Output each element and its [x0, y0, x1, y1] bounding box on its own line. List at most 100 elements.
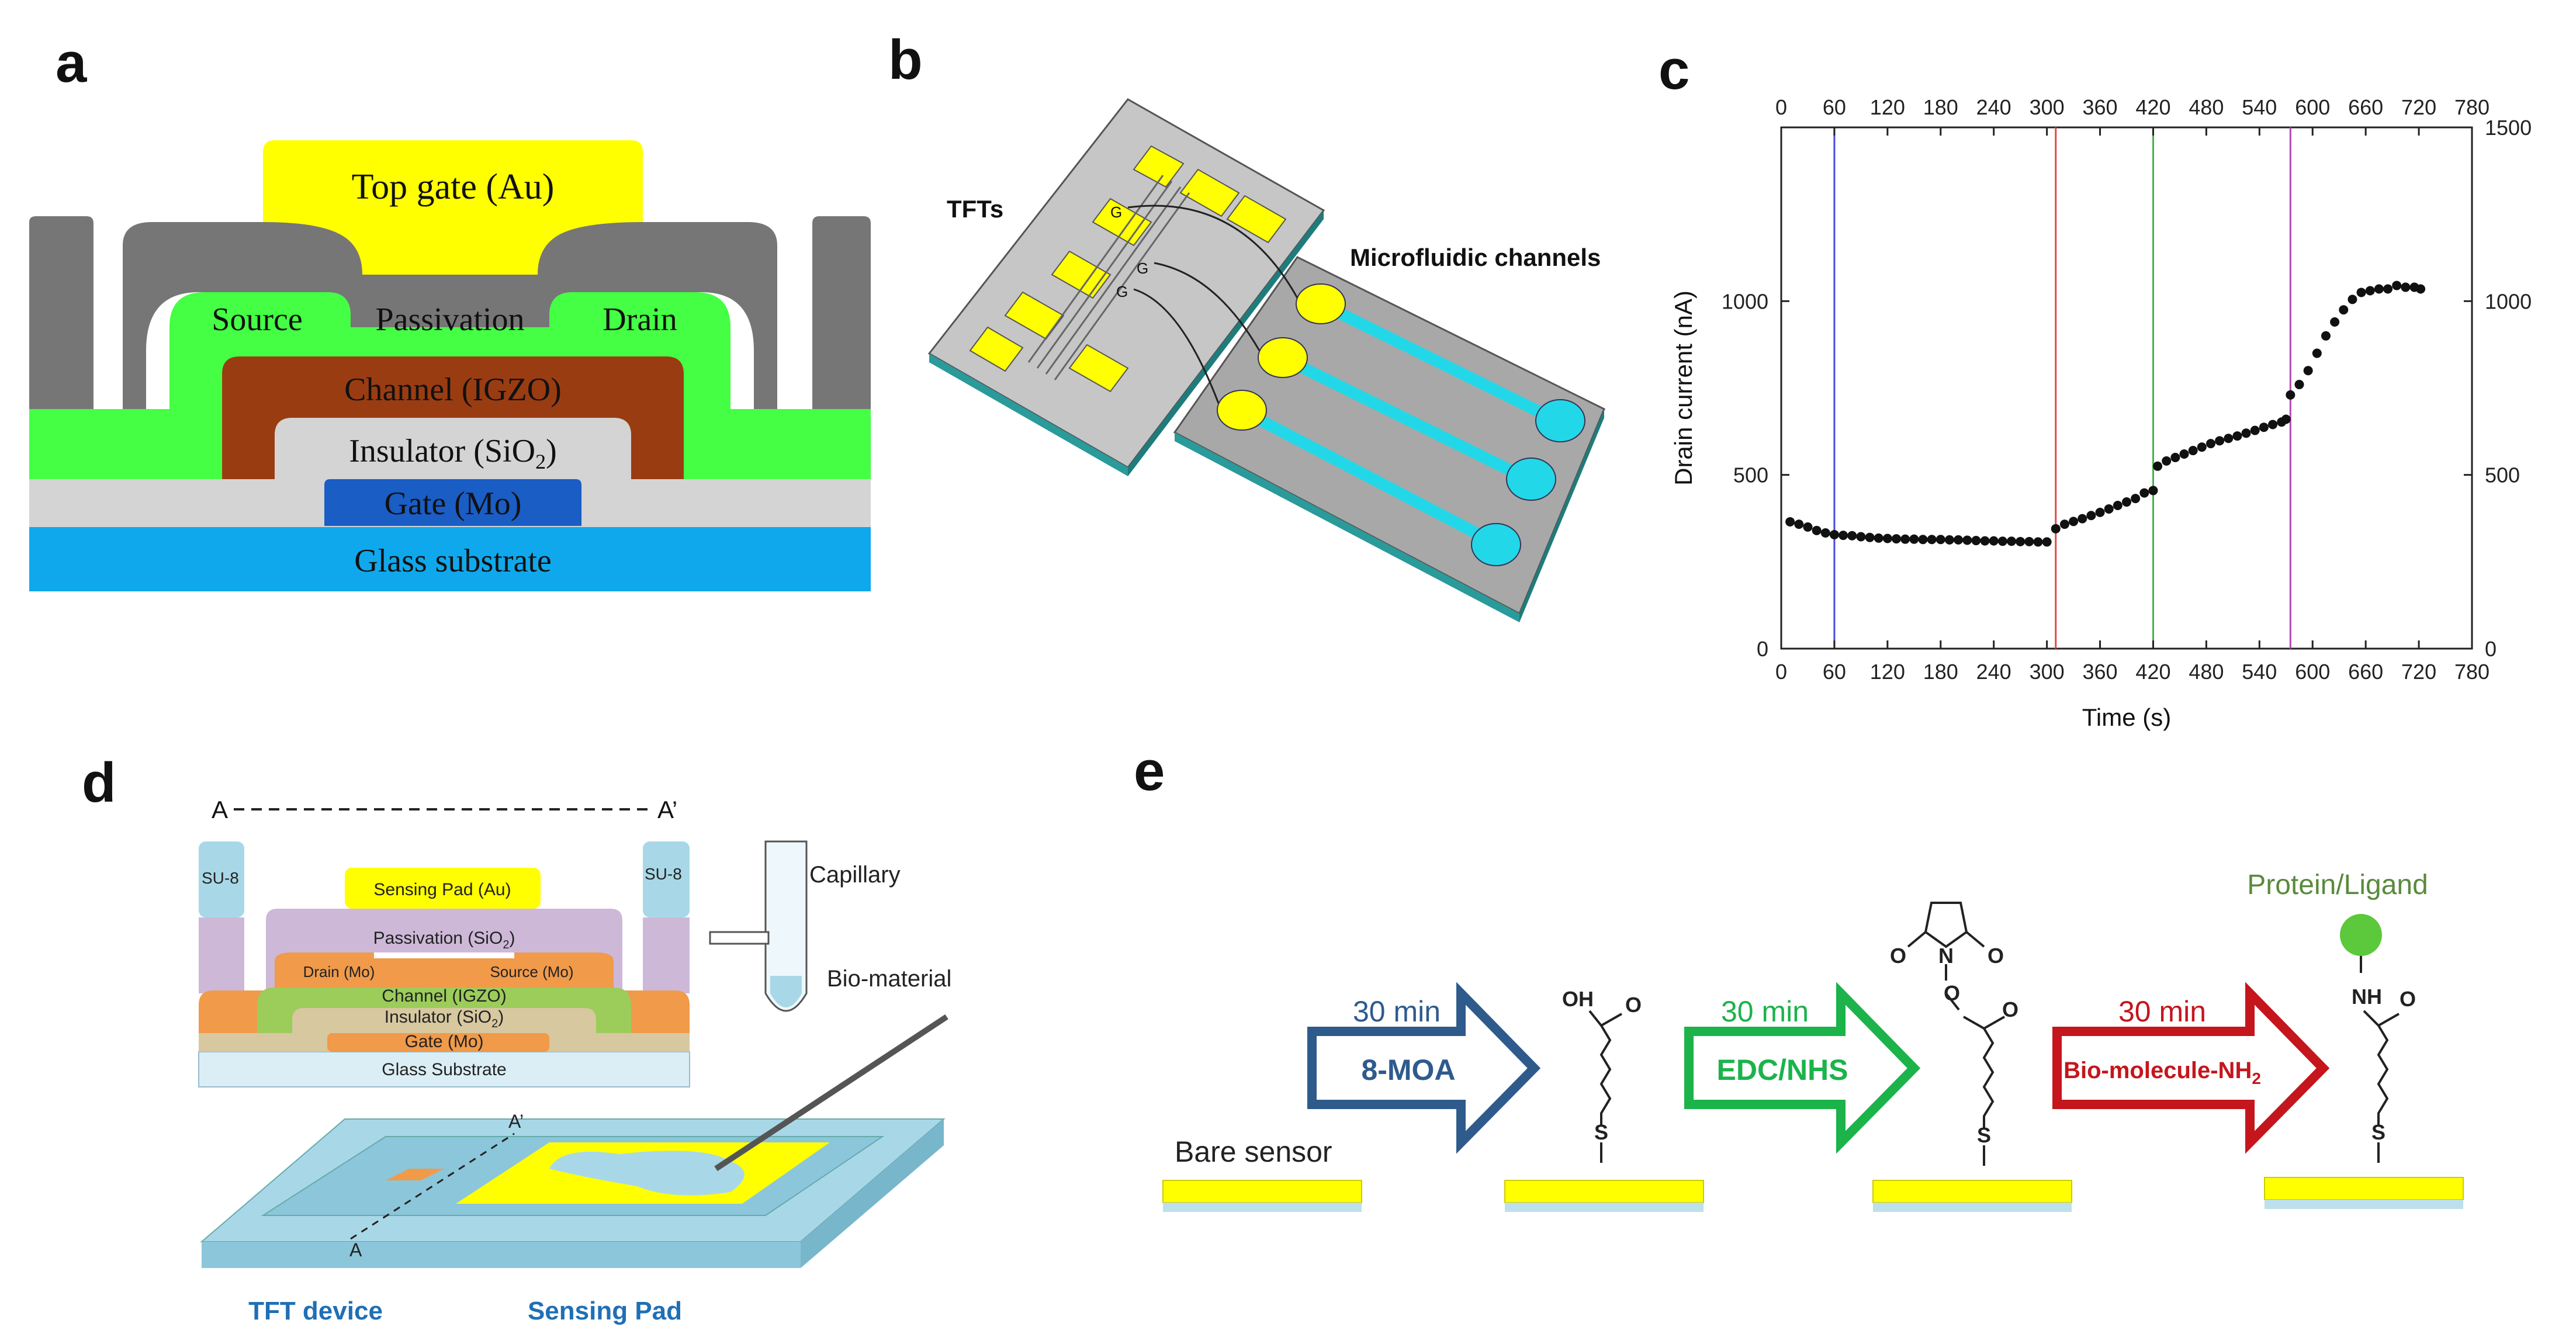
- data-point: [2365, 286, 2375, 296]
- tfts-label: TFTs: [947, 195, 1003, 223]
- data-point: [1989, 536, 1999, 546]
- data-point: [2259, 422, 2269, 432]
- sensing-pad-au-label: Sensing Pad (Au): [373, 880, 511, 899]
- x-tick-label: 480: [2189, 660, 2224, 684]
- data-point: [1962, 535, 1972, 545]
- molecule-8moa: [1588, 1010, 1622, 1163]
- data-point: [2321, 331, 2331, 341]
- g-label-1: G: [1110, 203, 1122, 221]
- x-axis-label: Time (s): [2082, 704, 2171, 731]
- right-wall: [812, 216, 871, 409]
- insulator-d-label: Insulator (SiO2): [385, 1007, 504, 1030]
- passivation-d-label: Passivation (SiO2): [373, 929, 515, 951]
- top-x-tick-label: 120: [1870, 95, 1905, 119]
- panel-label-c: c: [1659, 39, 1689, 101]
- left-wall-d: [199, 917, 244, 993]
- top-gate-label: Top gate (Au): [352, 167, 555, 207]
- x-tick-label: 300: [2030, 660, 2065, 684]
- panel-b: b TFTs G G G: [888, 29, 1605, 622]
- o-label-1: O: [1625, 993, 1642, 1017]
- tft-device-label: TFT device: [248, 1297, 383, 1325]
- data-point: [2113, 500, 2123, 510]
- x-tick-label: 780: [2454, 660, 2490, 684]
- panel-a: a Top gate (Au) Source Passivation Drain…: [29, 32, 871, 591]
- section-line-3d: [350, 1132, 515, 1240]
- tube-liquid: [770, 976, 802, 1007]
- device-base-front: [202, 1242, 801, 1268]
- x-tick-label: 360: [2082, 660, 2117, 684]
- data-point: [2330, 317, 2340, 327]
- event-lines: [1833, 127, 2291, 649]
- arrow-step-3: [2052, 982, 2330, 1154]
- data-point: [2024, 536, 2034, 546]
- bare-sensor-label: Bare sensor: [1175, 1135, 1332, 1168]
- inlet-circles: [1217, 283, 1346, 431]
- right-y-tick-label: 500: [2485, 463, 2520, 487]
- s-label-2: S: [1977, 1123, 1991, 1147]
- drain-d-label: Drain (Mo): [303, 963, 375, 981]
- data-point: [2348, 295, 2357, 304]
- sensor-bars: [1162, 1177, 2464, 1212]
- data-point: [1794, 519, 1804, 529]
- data-point: [1944, 535, 1954, 545]
- arrow-step-2: [1684, 982, 1921, 1154]
- o-label-6: O: [2400, 987, 2416, 1011]
- tft-board-side: [1128, 210, 1324, 476]
- arrow-step-1: [1307, 982, 1541, 1154]
- biomaterial-label: Bio-material: [827, 966, 951, 992]
- top-x-tick-label: 420: [2135, 95, 2170, 119]
- data-point: [2179, 449, 2189, 459]
- data-point: [2286, 390, 2295, 400]
- a-right-label: A’: [657, 796, 677, 823]
- gate-d: [327, 1033, 549, 1052]
- su8-left-label: SU-8: [202, 869, 239, 887]
- top-x-tick-label: 600: [2295, 95, 2330, 119]
- top-x-tick-label: 240: [1976, 95, 2011, 119]
- data-point: [2086, 511, 2096, 521]
- glass-substrate-layer: [29, 526, 871, 591]
- gate-mo: [324, 479, 581, 526]
- top-x-tick-label: 180: [1923, 95, 1958, 119]
- channel-label: Channel (IGZO): [344, 372, 562, 408]
- data-point: [2416, 284, 2426, 294]
- data-point: [2069, 517, 2079, 526]
- data-point: [1936, 535, 1945, 545]
- data-point: [2148, 486, 2158, 496]
- top-x-tick-label: 480: [2189, 95, 2224, 119]
- drain-label: Drain: [603, 302, 677, 338]
- glass-d-label: Glass Substrate: [382, 1060, 506, 1079]
- data-point: [2224, 434, 2234, 444]
- panel-d: d A A’ SU-8 SU-8 Sensing Pad (Au) Passiv…: [82, 751, 951, 1325]
- data-point: [2078, 514, 2087, 524]
- microfluidic-label: Microfluidic channels: [1350, 244, 1601, 271]
- data-point: [2051, 524, 2061, 534]
- oh-label: OH: [1562, 987, 1594, 1011]
- passivation-layer: [123, 222, 777, 409]
- top-x-tick-label: 300: [2030, 95, 2065, 119]
- tube-cap: [709, 931, 770, 945]
- a-prime-bottom-label: A’: [508, 1111, 524, 1132]
- data-point: [2153, 461, 2163, 471]
- right-wall-d: [643, 917, 690, 993]
- right-y-tick-label: 0: [2485, 637, 2497, 661]
- left-wall: [29, 216, 94, 409]
- insulator-d: [292, 1008, 596, 1033]
- data-point: [2303, 366, 2313, 376]
- x-tick-label: 420: [2135, 660, 2170, 684]
- step3-reagent: Bio-molecule-NH2: [2063, 1058, 2261, 1087]
- y-axis-label: Drain current (nA): [1670, 290, 1697, 486]
- capillary-3d: [714, 1014, 948, 1172]
- data-point: [2016, 536, 2026, 546]
- data-point: [2162, 456, 2172, 466]
- data-point: [1909, 534, 1919, 544]
- top-x-tick-label: 0: [1775, 95, 1787, 119]
- step1-time: 30 min: [1353, 995, 1441, 1028]
- sensing-pad-au-shape: [345, 868, 541, 909]
- top-x-tick-label: 780: [2454, 95, 2490, 119]
- data-point: [1882, 534, 1892, 543]
- data-point: [1954, 535, 1964, 545]
- top-x-tick-label: 720: [2401, 95, 2436, 119]
- data-point: [2197, 442, 2207, 452]
- data-point: [2232, 431, 2242, 441]
- data-point: [2339, 305, 2349, 315]
